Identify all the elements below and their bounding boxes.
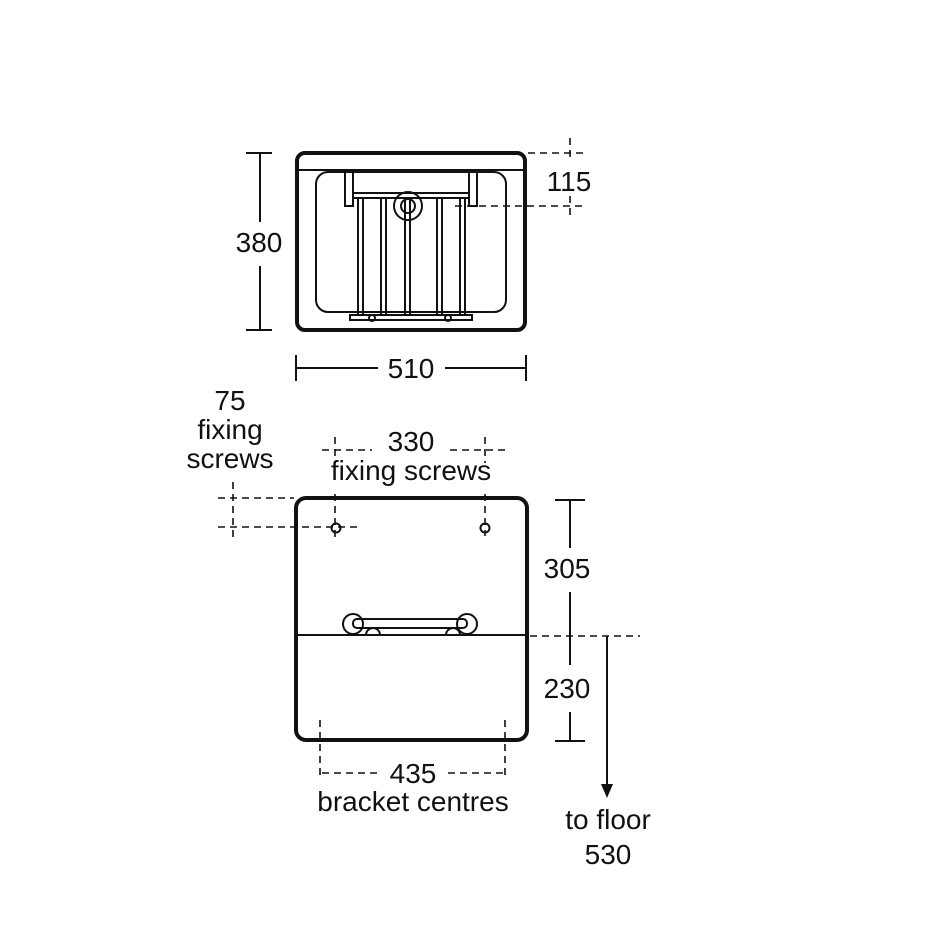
grab-rail bbox=[342, 613, 478, 636]
screw-offset-caption-2: screws bbox=[186, 443, 273, 474]
fixing-screw-icon bbox=[479, 522, 491, 534]
floor-height-dimension: 530 bbox=[585, 839, 632, 870]
screw-centres-dimension: 330 bbox=[388, 426, 435, 457]
sink-outline-plan bbox=[295, 151, 527, 332]
depth-dimension: 380 bbox=[236, 227, 283, 258]
plan-view: 380 115 510 bbox=[236, 138, 592, 384]
screw-offset-dimension: 75 bbox=[214, 385, 245, 416]
grating bbox=[344, 171, 478, 322]
front-view: 75 fixing screws 330 fixing screws 305 bbox=[186, 385, 650, 870]
screw-offset-caption-1: fixing bbox=[197, 414, 262, 445]
waste-offset-dimension: 115 bbox=[547, 166, 592, 197]
sink-outline-front bbox=[294, 496, 529, 742]
lower-height-dimension: 230 bbox=[544, 673, 591, 704]
arrow-down-icon bbox=[601, 784, 613, 798]
bracket-centres-caption: bracket centres bbox=[317, 786, 508, 817]
width-dimension: 510 bbox=[388, 353, 435, 384]
waste-outlet-icon bbox=[393, 191, 423, 221]
floor-caption: to floor bbox=[565, 804, 651, 835]
bracket-centres-dimension: 435 bbox=[390, 758, 437, 789]
screw-centres-caption: fixing screws bbox=[331, 455, 491, 486]
upper-height-dimension: 305 bbox=[544, 553, 591, 584]
fixing-screw-icon bbox=[330, 522, 342, 534]
